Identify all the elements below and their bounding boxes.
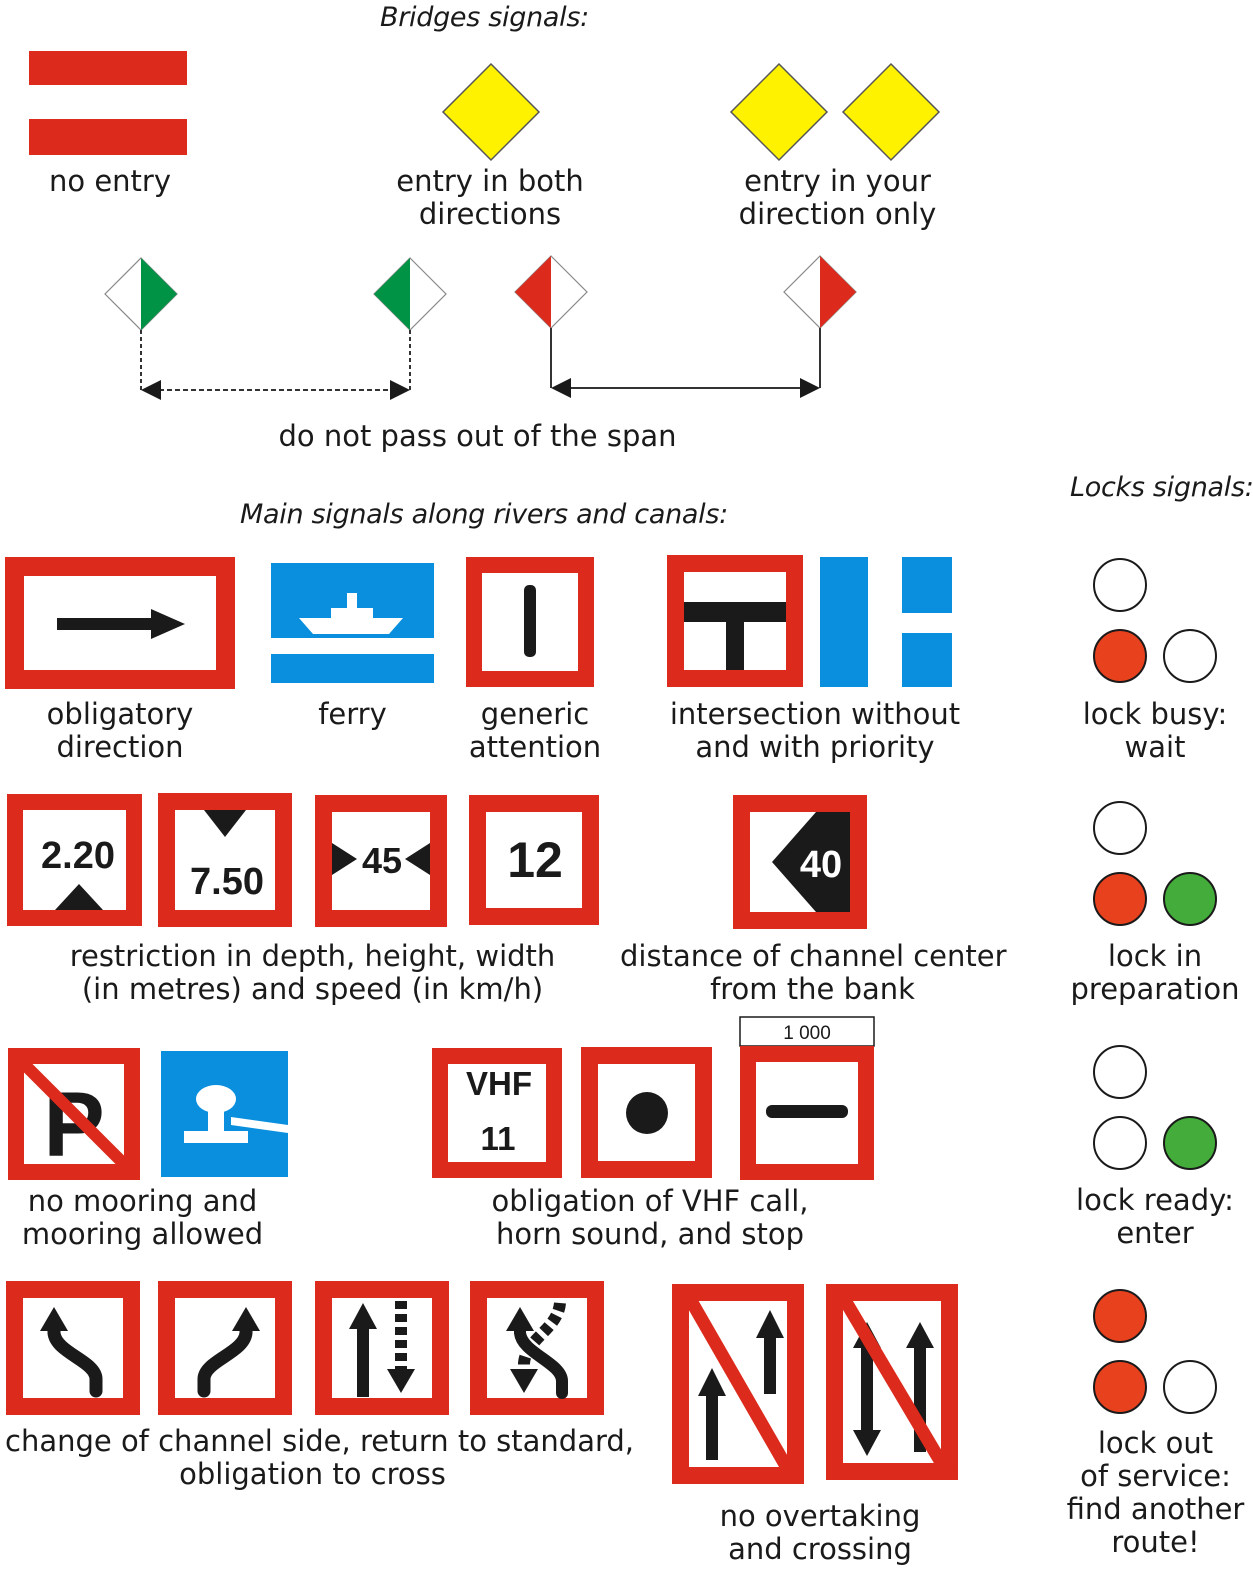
mooring-allowed-sign — [161, 1051, 288, 1177]
lock-ready-caption: lock ready: enter — [1076, 1183, 1234, 1250]
ferry-caption: ferry — [318, 697, 387, 731]
down-triangle-icon — [204, 810, 246, 837]
generic-attention-caption: generic attention — [468, 697, 602, 764]
height-restriction-sign: 7.50 — [158, 793, 292, 927]
down-arrow-icon — [387, 1369, 415, 1393]
ferry-sign — [271, 563, 434, 683]
width-value: 45 — [362, 840, 402, 881]
lamp-red — [1093, 1360, 1147, 1414]
horn-sound-sign — [581, 1047, 712, 1178]
lock-preparation-lights — [1093, 801, 1217, 926]
lamp-off — [1163, 1360, 1217, 1414]
green-half-diamond-left — [104, 257, 178, 331]
change-side-right-sign — [158, 1281, 292, 1415]
bollard-icon — [184, 1085, 288, 1143]
lamp-off — [1163, 629, 1217, 683]
intersection-with-priority-sign — [820, 557, 952, 687]
lamp-green — [1163, 1116, 1217, 1170]
vhf-call-sign: VHF 11 — [432, 1048, 562, 1178]
locks-signals-heading: Locks signals: — [1070, 472, 1253, 503]
no-crossing-sign — [826, 1284, 958, 1480]
vhf-label: VHF — [466, 1065, 532, 1102]
entry-both-directions-caption: entry in both directions — [396, 164, 584, 231]
span-caption: do not pass out of the span — [278, 419, 677, 453]
depth-value: 2.20 — [41, 835, 115, 877]
height-value: 7.50 — [190, 861, 264, 903]
lock-ready-lights — [1093, 1045, 1217, 1170]
yellow-diamond-sign — [441, 62, 541, 162]
no-entry-caption: no entry — [48, 164, 172, 198]
vhf-caption: obligation of VHF call, horn sound, and … — [491, 1184, 809, 1251]
red-half-diamond-right — [783, 255, 857, 329]
lock-out-of-service-caption: lock out of service: find another route! — [1066, 1426, 1245, 1559]
depth-restriction-sign: 2.20 — [7, 794, 142, 926]
mooring-caption: no mooring and mooring allowed — [21, 1184, 264, 1251]
lamp-off — [1093, 558, 1147, 612]
lamp-red — [1093, 1289, 1147, 1343]
intersection-caption: intersection without and with priority — [669, 697, 961, 764]
change-side-left-sign — [6, 1281, 140, 1415]
curved-arrow-icon — [40, 1307, 68, 1331]
up-arrow-icon — [349, 1303, 377, 1329]
obligatory-direction-sign — [5, 557, 235, 689]
width-restriction-sign: 45 — [315, 795, 447, 927]
entry-your-direction-caption: entry in your direction only — [738, 164, 937, 231]
obligatory-direction-caption: obligatory direction — [46, 697, 194, 764]
generic-attention-sign — [466, 557, 594, 687]
span-signals-diagram — [104, 255, 857, 400]
dot-icon — [626, 1092, 668, 1134]
left-triangle-icon — [405, 843, 430, 875]
bridges-signals-heading: Bridges signals: — [380, 2, 589, 33]
distance-caption: distance of channel center from the bank — [620, 939, 1007, 1006]
intersection-without-priority-sign — [667, 555, 803, 687]
vhf-channel: 11 — [481, 1120, 516, 1157]
right-triangle-icon — [332, 843, 357, 875]
ferry-boat-icon — [299, 593, 403, 634]
vertical-bar-icon — [524, 585, 536, 657]
lock-busy-lights — [1093, 558, 1217, 683]
up-arrow-icon — [698, 1368, 726, 1396]
dashed-curved-arrow-icon — [510, 1369, 538, 1393]
curved-arrow-icon — [506, 1307, 534, 1331]
no-entry-sign — [29, 51, 187, 155]
curved-arrow-icon — [232, 1307, 260, 1331]
lamp-red — [1093, 872, 1147, 926]
lock-out-of-service-lights — [1093, 1289, 1217, 1414]
up-triangle-icon — [55, 884, 103, 910]
lamp-red — [1093, 629, 1147, 683]
return-to-standard-sign — [315, 1281, 449, 1415]
no-mooring-sign: P — [8, 1048, 140, 1180]
arrow-right-icon — [151, 609, 185, 639]
lamp-green — [1163, 872, 1217, 926]
red-half-diamond-left — [514, 255, 588, 329]
down-arrow-icon — [853, 1430, 881, 1456]
restriction-caption: restriction in depth, height, width (in … — [69, 939, 556, 1006]
lamp-off — [1093, 801, 1147, 855]
no-overtaking-sign — [672, 1284, 804, 1484]
distance-value: 40 — [800, 844, 842, 886]
stop-sign: 1 000 — [739, 1016, 875, 1180]
green-half-diamond-right — [373, 257, 447, 331]
speed-value: 12 — [507, 832, 563, 888]
lock-busy-caption: lock busy: wait — [1082, 697, 1228, 764]
double-yellow-diamond-sign — [729, 62, 941, 162]
lock-preparation-caption: lock in preparation — [1070, 939, 1240, 1006]
distance-from-bank-sign: 40 — [733, 795, 867, 929]
main-signals-heading: Main signals along rivers and canals: — [240, 499, 728, 530]
lamp-off — [1093, 1045, 1147, 1099]
obligation-to-cross-sign — [470, 1281, 604, 1415]
change-side-caption: change of channel side, return to standa… — [5, 1424, 635, 1491]
overtaking-caption: no overtaking and crossing — [719, 1499, 921, 1566]
stop-distance-plate: 1 000 — [783, 1023, 831, 1044]
up-arrow-icon — [906, 1322, 934, 1348]
horizontal-bar-icon — [766, 1105, 848, 1118]
up-arrow-icon — [756, 1310, 784, 1338]
speed-restriction-sign: 12 — [469, 795, 599, 925]
lamp-off — [1093, 1116, 1147, 1170]
